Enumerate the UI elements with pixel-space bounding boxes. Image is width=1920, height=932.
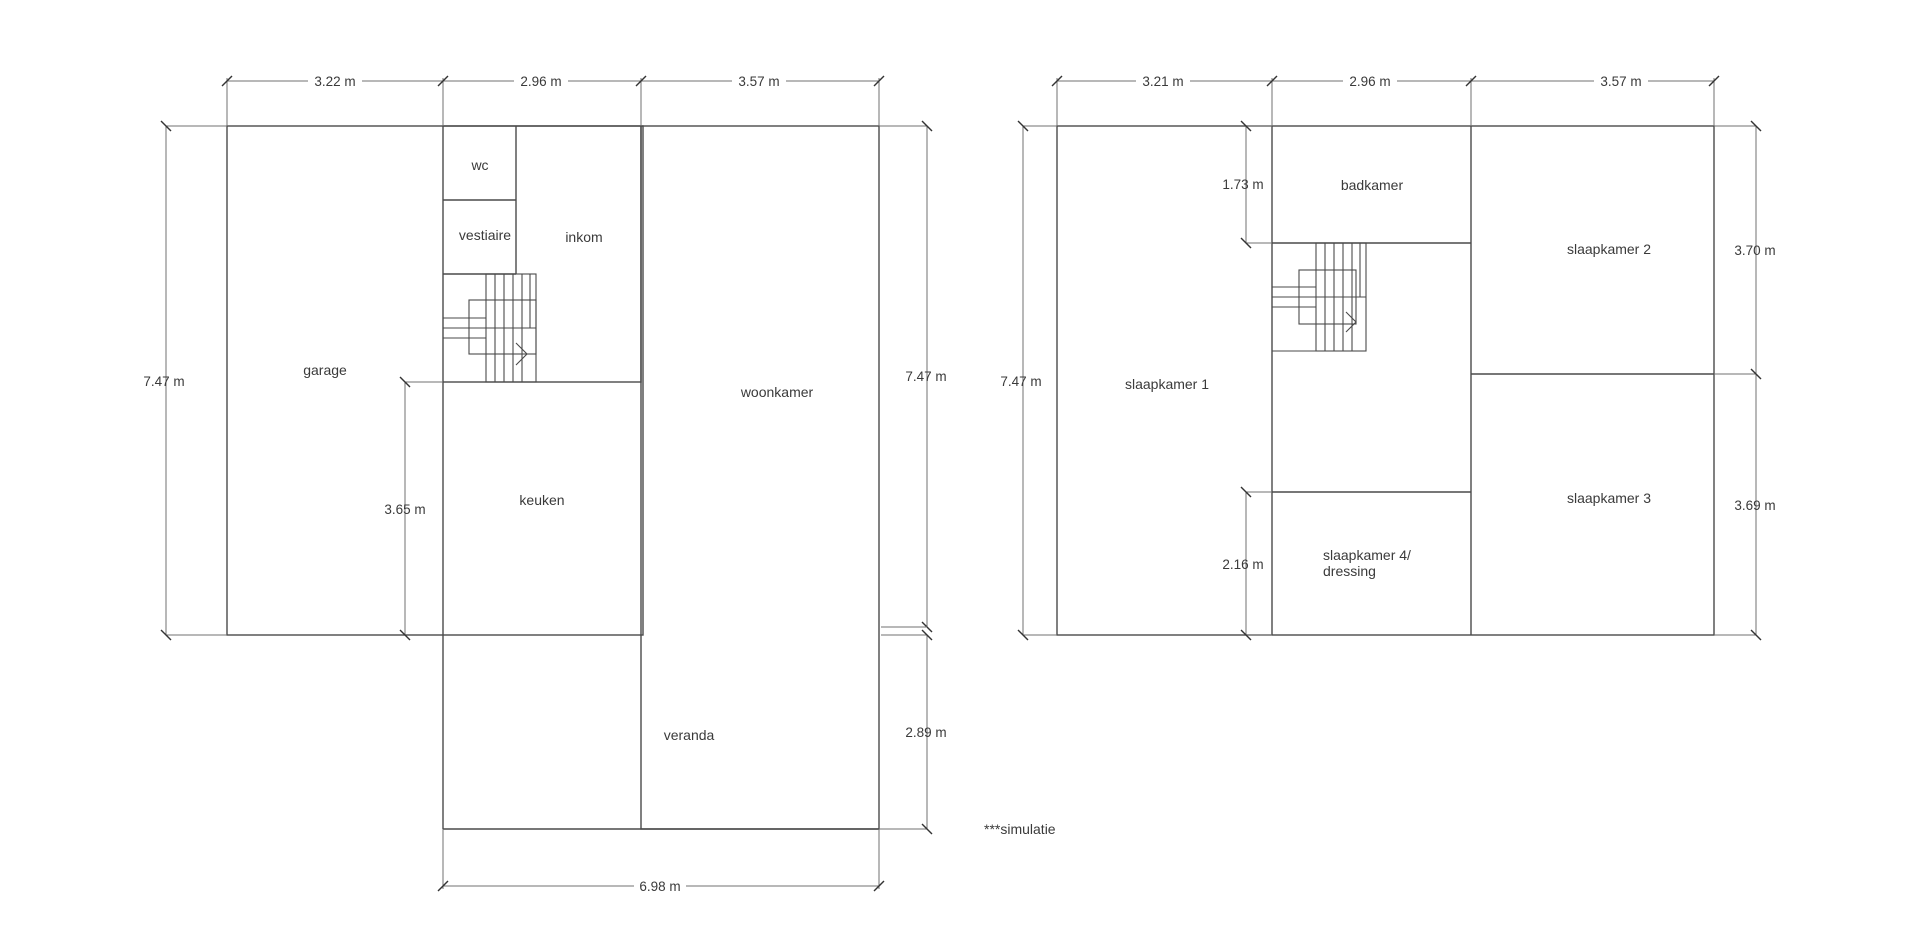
upper-floor-dimension-lines: [1017, 75, 1762, 641]
ground-floor-plan: garage wc vestiaire inkom woonkamer keuk…: [143, 72, 947, 895]
dim-label-slaapkamer1-width: 3.21 m: [1142, 74, 1183, 89]
dim-label-slaapkamer4-height: 2.16 m: [1222, 557, 1263, 572]
dim-label-woonkamer-width: 3.57 m: [738, 74, 779, 89]
room-label-vestiaire: vestiaire: [459, 227, 511, 243]
room-label-inkom: inkom: [565, 229, 602, 245]
room-label-garage: garage: [303, 362, 347, 378]
ground-floor-dimension-lines: [160, 75, 933, 892]
room-label-badkamer: badkamer: [1341, 177, 1404, 193]
dim-label-veranda-height: 2.89 m: [905, 725, 946, 740]
dim-label-left-height: 7.47 m: [143, 374, 184, 389]
dim-label-slaapkamer2-width: 3.57 m: [1600, 74, 1641, 89]
room-label-slaapkamer-4: slaapkamer 4/: [1323, 547, 1411, 563]
simulation-note: ***simulatie: [984, 821, 1056, 837]
upper-floor-walls: [1056, 125, 1715, 636]
ground-floor-walls: [226, 125, 880, 830]
dim-label-hall-width: 2.96 m: [520, 74, 561, 89]
ground-floor-staircase: [443, 273, 537, 383]
dim-label-bottom-width: 6.98 m: [639, 879, 680, 894]
woonkamer-outline: [640, 125, 880, 830]
dim-label-upper-left-height: 7.47 m: [1000, 374, 1041, 389]
room-label-slaapkamer-3: slaapkamer 3: [1567, 490, 1651, 506]
upper-floor-plan: slaapkamer 1 badkamer slaapkamer 2 slaap…: [1000, 72, 1776, 641]
room-label-keuken: keuken: [519, 492, 564, 508]
dim-label-badkamer-width: 2.96 m: [1349, 74, 1390, 89]
dim-label-slaapkamer2-height: 3.70 m: [1734, 243, 1775, 258]
room-label-woonkamer: woonkamer: [740, 384, 814, 400]
room-label-slaapkamer-1: slaapkamer 1: [1125, 376, 1209, 392]
room-label-wc: wc: [470, 157, 488, 173]
upper-floor-staircase: [1272, 242, 1367, 352]
garage-room-outline: [226, 125, 644, 636]
upper-floor-outline: [1056, 125, 1715, 636]
dim-label-slaapkamer3-height: 3.69 m: [1734, 498, 1775, 513]
dim-label-badkamer-height: 1.73 m: [1222, 177, 1263, 192]
dim-label-keuken-height: 3.65 m: [384, 502, 425, 517]
room-label-veranda: veranda: [664, 727, 715, 743]
dim-label-garage-width: 3.22 m: [314, 74, 355, 89]
dim-label-right-height: 7.47 m: [905, 369, 946, 384]
room-label-dressing: dressing: [1323, 563, 1376, 579]
room-label-slaapkamer-2: slaapkamer 2: [1567, 241, 1651, 257]
